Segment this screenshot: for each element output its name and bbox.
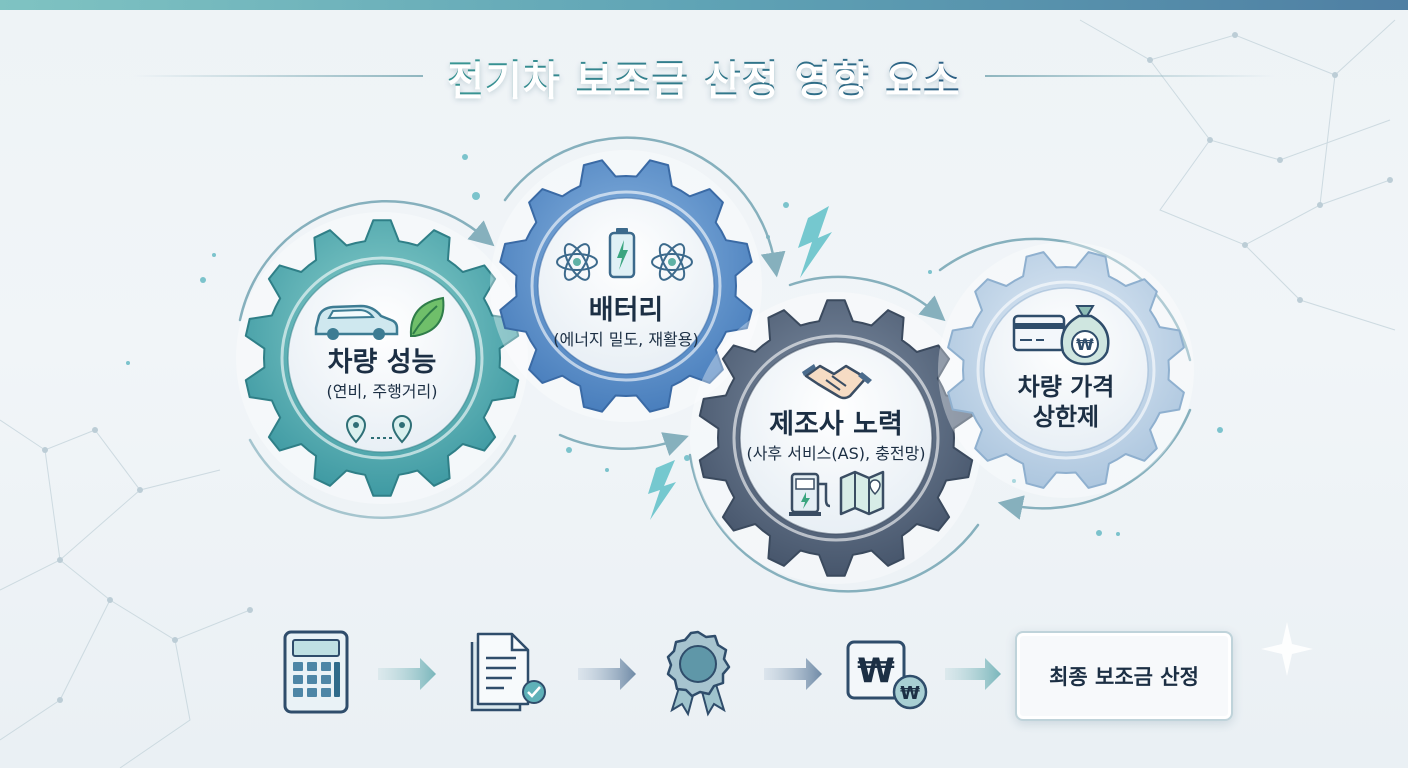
title-row: 전기차 보조금 산정 영향 요소 xyxy=(0,44,1408,108)
calculator-icon xyxy=(283,630,349,714)
charging-station-icon xyxy=(789,472,831,516)
money-bag-icon: ₩ xyxy=(1060,305,1110,366)
atom-icon xyxy=(651,243,693,281)
title-divider-right xyxy=(984,75,1275,77)
top-accent-bar xyxy=(0,0,1408,10)
atom-icon xyxy=(556,243,598,281)
flow-arrow xyxy=(578,658,636,690)
gear-battery xyxy=(490,150,762,422)
handshake-icon xyxy=(802,364,872,400)
page-title: 전기차 보조금 산정 영향 요소 xyxy=(447,47,960,105)
flow-arrow xyxy=(945,658,1001,690)
leaf-icon xyxy=(409,296,445,337)
gear-ring xyxy=(280,256,484,460)
gear-ring xyxy=(976,280,1156,460)
flow-arrow xyxy=(764,658,822,690)
gear-ring xyxy=(530,190,722,382)
final-subsidy-label: 최종 보조금 산정 xyxy=(1049,665,1199,689)
route-pin-icon xyxy=(345,414,413,444)
won-symbol: ₩ xyxy=(900,683,920,704)
document-check-icon xyxy=(470,632,546,712)
gear-ring xyxy=(732,334,940,542)
final-subsidy-box: 최종 보조금 산정 xyxy=(1015,631,1233,721)
won-symbol: ₩ xyxy=(1076,335,1094,354)
title-divider-left xyxy=(133,75,424,77)
credit-card-icon xyxy=(1012,314,1066,352)
gear-center xyxy=(537,197,715,375)
won-symbol: ₩ xyxy=(857,651,895,691)
certificate-badge-icon xyxy=(666,630,731,717)
flow-arrow xyxy=(378,658,436,690)
map-icon xyxy=(839,470,885,516)
won-currency-icon: ₩ ₩ xyxy=(846,640,928,710)
car-icon xyxy=(314,304,399,340)
battery-icon xyxy=(608,228,636,279)
